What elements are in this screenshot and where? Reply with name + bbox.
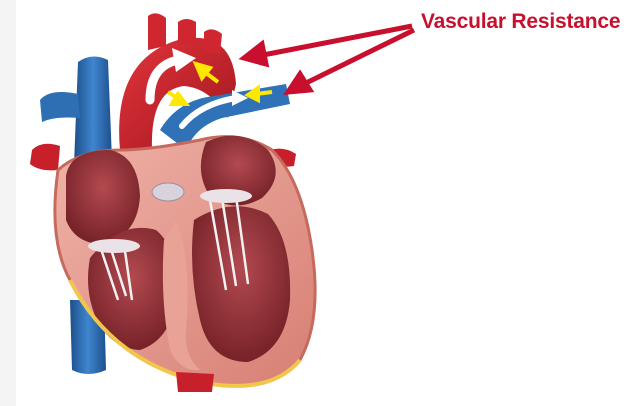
aorta-branch-3 [204, 29, 222, 54]
tricuspid-valve [88, 239, 140, 253]
bottom-vessel [176, 372, 214, 392]
aorta-branch-2 [178, 19, 196, 44]
aorta-branch-1 [148, 13, 166, 50]
aortic-valve [152, 183, 184, 201]
vein-branch [40, 92, 80, 122]
superior-vena-cava [74, 56, 112, 165]
mitral-valve [200, 189, 252, 203]
left-pulmonary-stub [30, 144, 60, 171]
annotation-arrows [244, 26, 414, 92]
vascular-resistance-label: Vascular Resistance [421, 10, 620, 34]
